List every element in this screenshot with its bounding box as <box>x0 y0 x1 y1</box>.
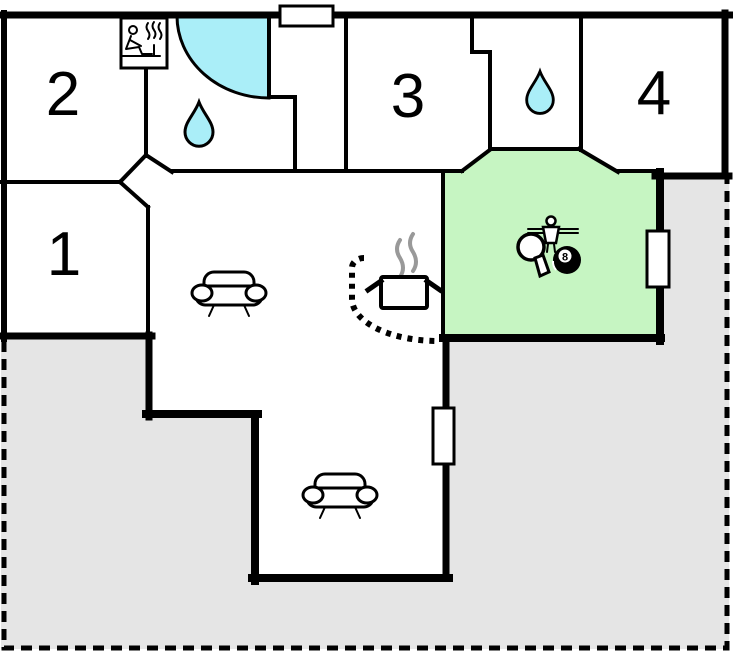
sauna-icon <box>121 21 163 57</box>
shower-enclosure-icon <box>175 14 271 100</box>
entrance-door <box>278 4 335 28</box>
water-drop-icon <box>183 97 215 148</box>
game-room-icons: 8 <box>516 215 581 279</box>
billiard-ball-number: 8 <box>562 252 568 264</box>
game-room-window <box>645 229 671 289</box>
living-room-window <box>431 406 456 466</box>
table-tennis-paddle-icon <box>516 232 551 279</box>
room-4-label: 4 <box>637 59 671 128</box>
interior-walls <box>0 13 659 340</box>
terrace <box>1 176 730 651</box>
kitchen-area <box>348 232 444 344</box>
kitchen-boundary-dashed-arc <box>348 254 439 344</box>
room-2-label: 2 <box>46 60 80 129</box>
terrace-area <box>1 176 729 649</box>
room-3-label: 3 <box>391 62 425 131</box>
cooking-pot-icon <box>364 232 444 310</box>
water-drop-icon <box>525 67 555 115</box>
foosball-player-icon <box>527 215 579 253</box>
room-1-label: 1 <box>47 220 81 289</box>
billiard-8-ball-icon: 8 <box>552 246 581 274</box>
terrace-dashed-border <box>1 178 730 651</box>
game-room-floor <box>441 149 662 340</box>
